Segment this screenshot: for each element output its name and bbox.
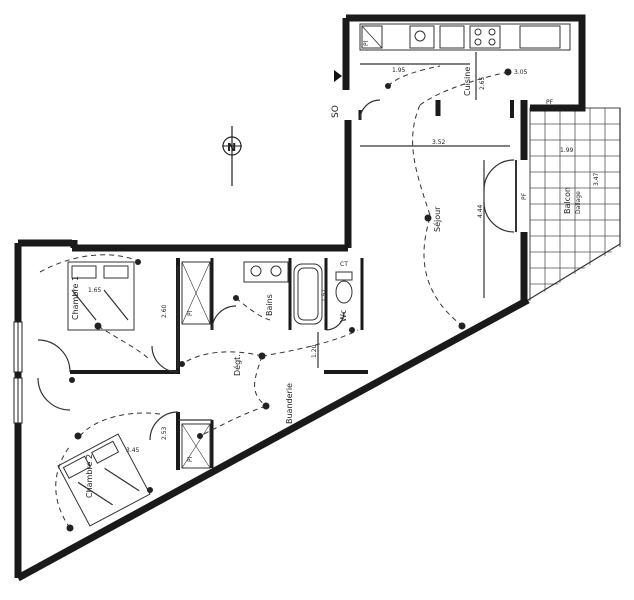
label-pf-1: PF bbox=[521, 192, 528, 200]
label-pl-3: Pl bbox=[363, 40, 370, 46]
dim-5: 1.99 bbox=[560, 147, 574, 154]
room-chambre-2: Chambre 2 bbox=[85, 454, 94, 498]
dim-1: 1.95 bbox=[392, 67, 406, 74]
kitchen-fixtures bbox=[359, 23, 571, 51]
room-balcon-sub: Dallage bbox=[575, 191, 582, 214]
room-buanderie: Buanderie bbox=[285, 383, 294, 424]
door-swings bbox=[37, 99, 517, 441]
room-chambre-1: Chambre 1 bbox=[71, 276, 80, 320]
balcony-tiles bbox=[528, 107, 634, 320]
dim-7: 3.47 bbox=[593, 172, 600, 186]
dim-11: 3.45 bbox=[126, 447, 140, 454]
room-balcon: Balcon bbox=[563, 187, 572, 214]
label-pf-2: PF bbox=[546, 99, 554, 106]
label-ct: CT bbox=[340, 261, 348, 268]
room-wc: Wc bbox=[339, 310, 348, 322]
electrical-points bbox=[66, 68, 512, 532]
dim-3: 3.05 bbox=[514, 69, 528, 76]
interior-walls bbox=[70, 100, 514, 470]
room-degt: Dégt. bbox=[232, 354, 242, 376]
label-pl-1: Pl bbox=[187, 310, 194, 316]
balcony-mask bbox=[528, 246, 634, 320]
label-pl-2: Pl bbox=[187, 456, 194, 462]
room-sejour: Séjour bbox=[432, 206, 442, 232]
compass-icon: N bbox=[222, 126, 242, 186]
dim-8: 2.60 bbox=[161, 304, 168, 318]
bed-chambre-1 bbox=[67, 261, 135, 331]
bathroom-fixtures bbox=[181, 261, 353, 469]
dim-4: 3.52 bbox=[432, 139, 446, 146]
dim-6: 4.44 bbox=[477, 204, 484, 218]
room-cuisine: Cuisine bbox=[463, 67, 472, 96]
dim-9: 1.20 bbox=[311, 344, 318, 358]
bed-chambre-2 bbox=[57, 433, 151, 527]
dim-10: 2.53 bbox=[161, 426, 168, 440]
room-bains: Bains bbox=[265, 294, 274, 316]
entry-arrow-icon bbox=[334, 70, 342, 82]
dim-13: 1.51 bbox=[321, 288, 328, 302]
dim-12: 1.65 bbox=[88, 287, 102, 294]
label-so: SO bbox=[331, 105, 341, 118]
dimension-lines bbox=[177, 52, 510, 368]
dim-2: 2.65 bbox=[479, 76, 486, 90]
left-windows bbox=[13, 321, 23, 424]
compass-label: N bbox=[227, 141, 236, 154]
